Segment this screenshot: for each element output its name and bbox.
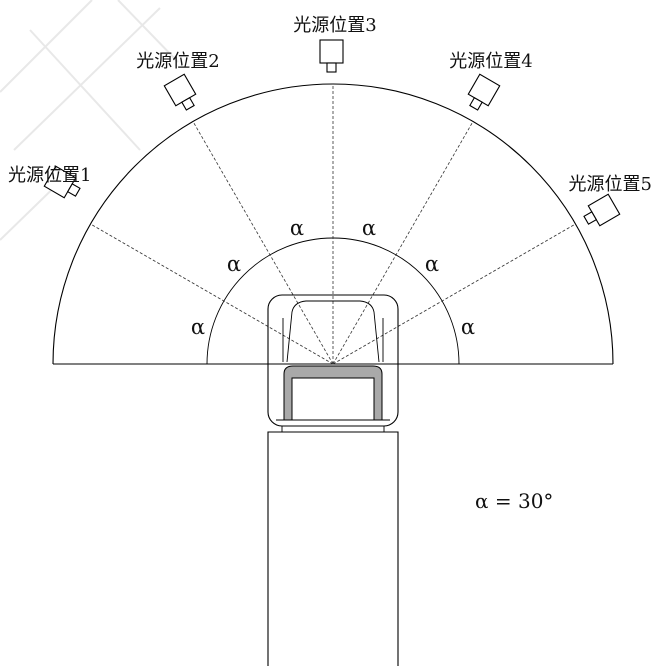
watermark-stroke: [117, 0, 179, 63]
light-source-lens: [583, 211, 598, 225]
light-source-lens: [181, 96, 195, 111]
angle-label: α: [362, 216, 376, 240]
light-source-icon: [319, 39, 344, 73]
watermark-stroke: [29, 29, 141, 151]
radial-line-120: [192, 121, 334, 365]
outer-arc: [52, 83, 614, 365]
light-source-icon: [43, 165, 81, 199]
connector-plate: [281, 425, 385, 433]
light-source-lens: [326, 62, 337, 73]
watermark-stroke: [13, 7, 161, 151]
angle-label: α: [227, 252, 241, 276]
light-source-lens: [66, 183, 81, 197]
light-source-icon: [163, 73, 197, 111]
cab-seat-band: [283, 365, 383, 421]
light-source-label-5: 光源位置5: [569, 174, 652, 195]
watermark: [0, 0, 179, 241]
angle-label: α: [290, 216, 304, 240]
light-source-label-2: 光源位置2: [136, 51, 219, 72]
light-source-housing: [319, 39, 344, 64]
radial-line-30: [332, 223, 576, 365]
angle-label: α: [425, 252, 439, 276]
light-source-label-3: 光源位置3: [293, 15, 376, 36]
light-source-lens: [469, 96, 483, 111]
angle-value-note: α = 30°: [475, 489, 553, 513]
cab: [267, 294, 399, 427]
cab-window: [286, 300, 380, 363]
radial-line-60: [332, 121, 474, 365]
light-source-label-1: 光源位置1: [8, 165, 91, 186]
angle-label: α: [191, 315, 205, 339]
radial-lines: [90, 84, 576, 365]
angle-label: α: [461, 315, 475, 339]
radial-line-150: [90, 223, 334, 365]
light-source-icon: [583, 193, 621, 227]
light-source-icon: [467, 73, 501, 111]
body-column: [267, 431, 399, 666]
light-source-label-4: 光源位置4: [449, 51, 532, 72]
